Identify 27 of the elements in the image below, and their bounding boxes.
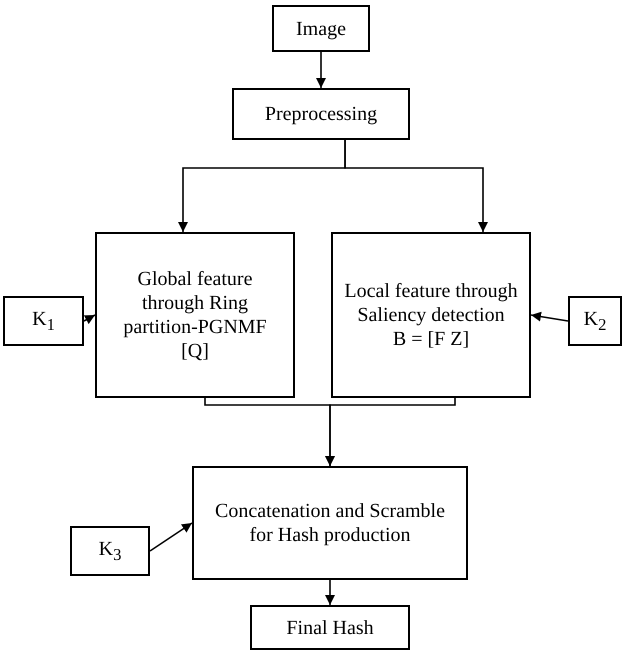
arrow [325,580,335,605]
process-box [331,232,531,398]
process-box [232,88,410,140]
box-label: Final Hash [286,616,374,640]
process-box [3,296,84,346]
process-box [250,605,410,650]
box-label: Local feature through Saliency detection [343,279,519,327]
arrow [150,522,192,552]
box-label: Concatenation and Scramble for Hash production [214,499,446,547]
arrow [325,398,456,466]
box-label: Preprocessing [264,102,378,126]
arrow [344,140,488,232]
box-label: Global feature through Ring partition-PGNMF [122,267,268,339]
process-box [192,466,468,580]
process-box [95,232,295,398]
box-label: Image [296,16,346,40]
box-label: K$_{1}$ [32,307,55,335]
process-box [568,296,622,346]
arrow [530,312,568,322]
box-label: B = [F Z] [392,327,470,351]
box-label: K$_{2}$ [584,307,606,335]
arrow [84,314,96,324]
process-box [272,5,370,52]
process-box [70,526,150,576]
box-label: [Q] [181,339,209,363]
box-label: K$_{3}$ [98,537,122,565]
arrow [316,52,326,88]
